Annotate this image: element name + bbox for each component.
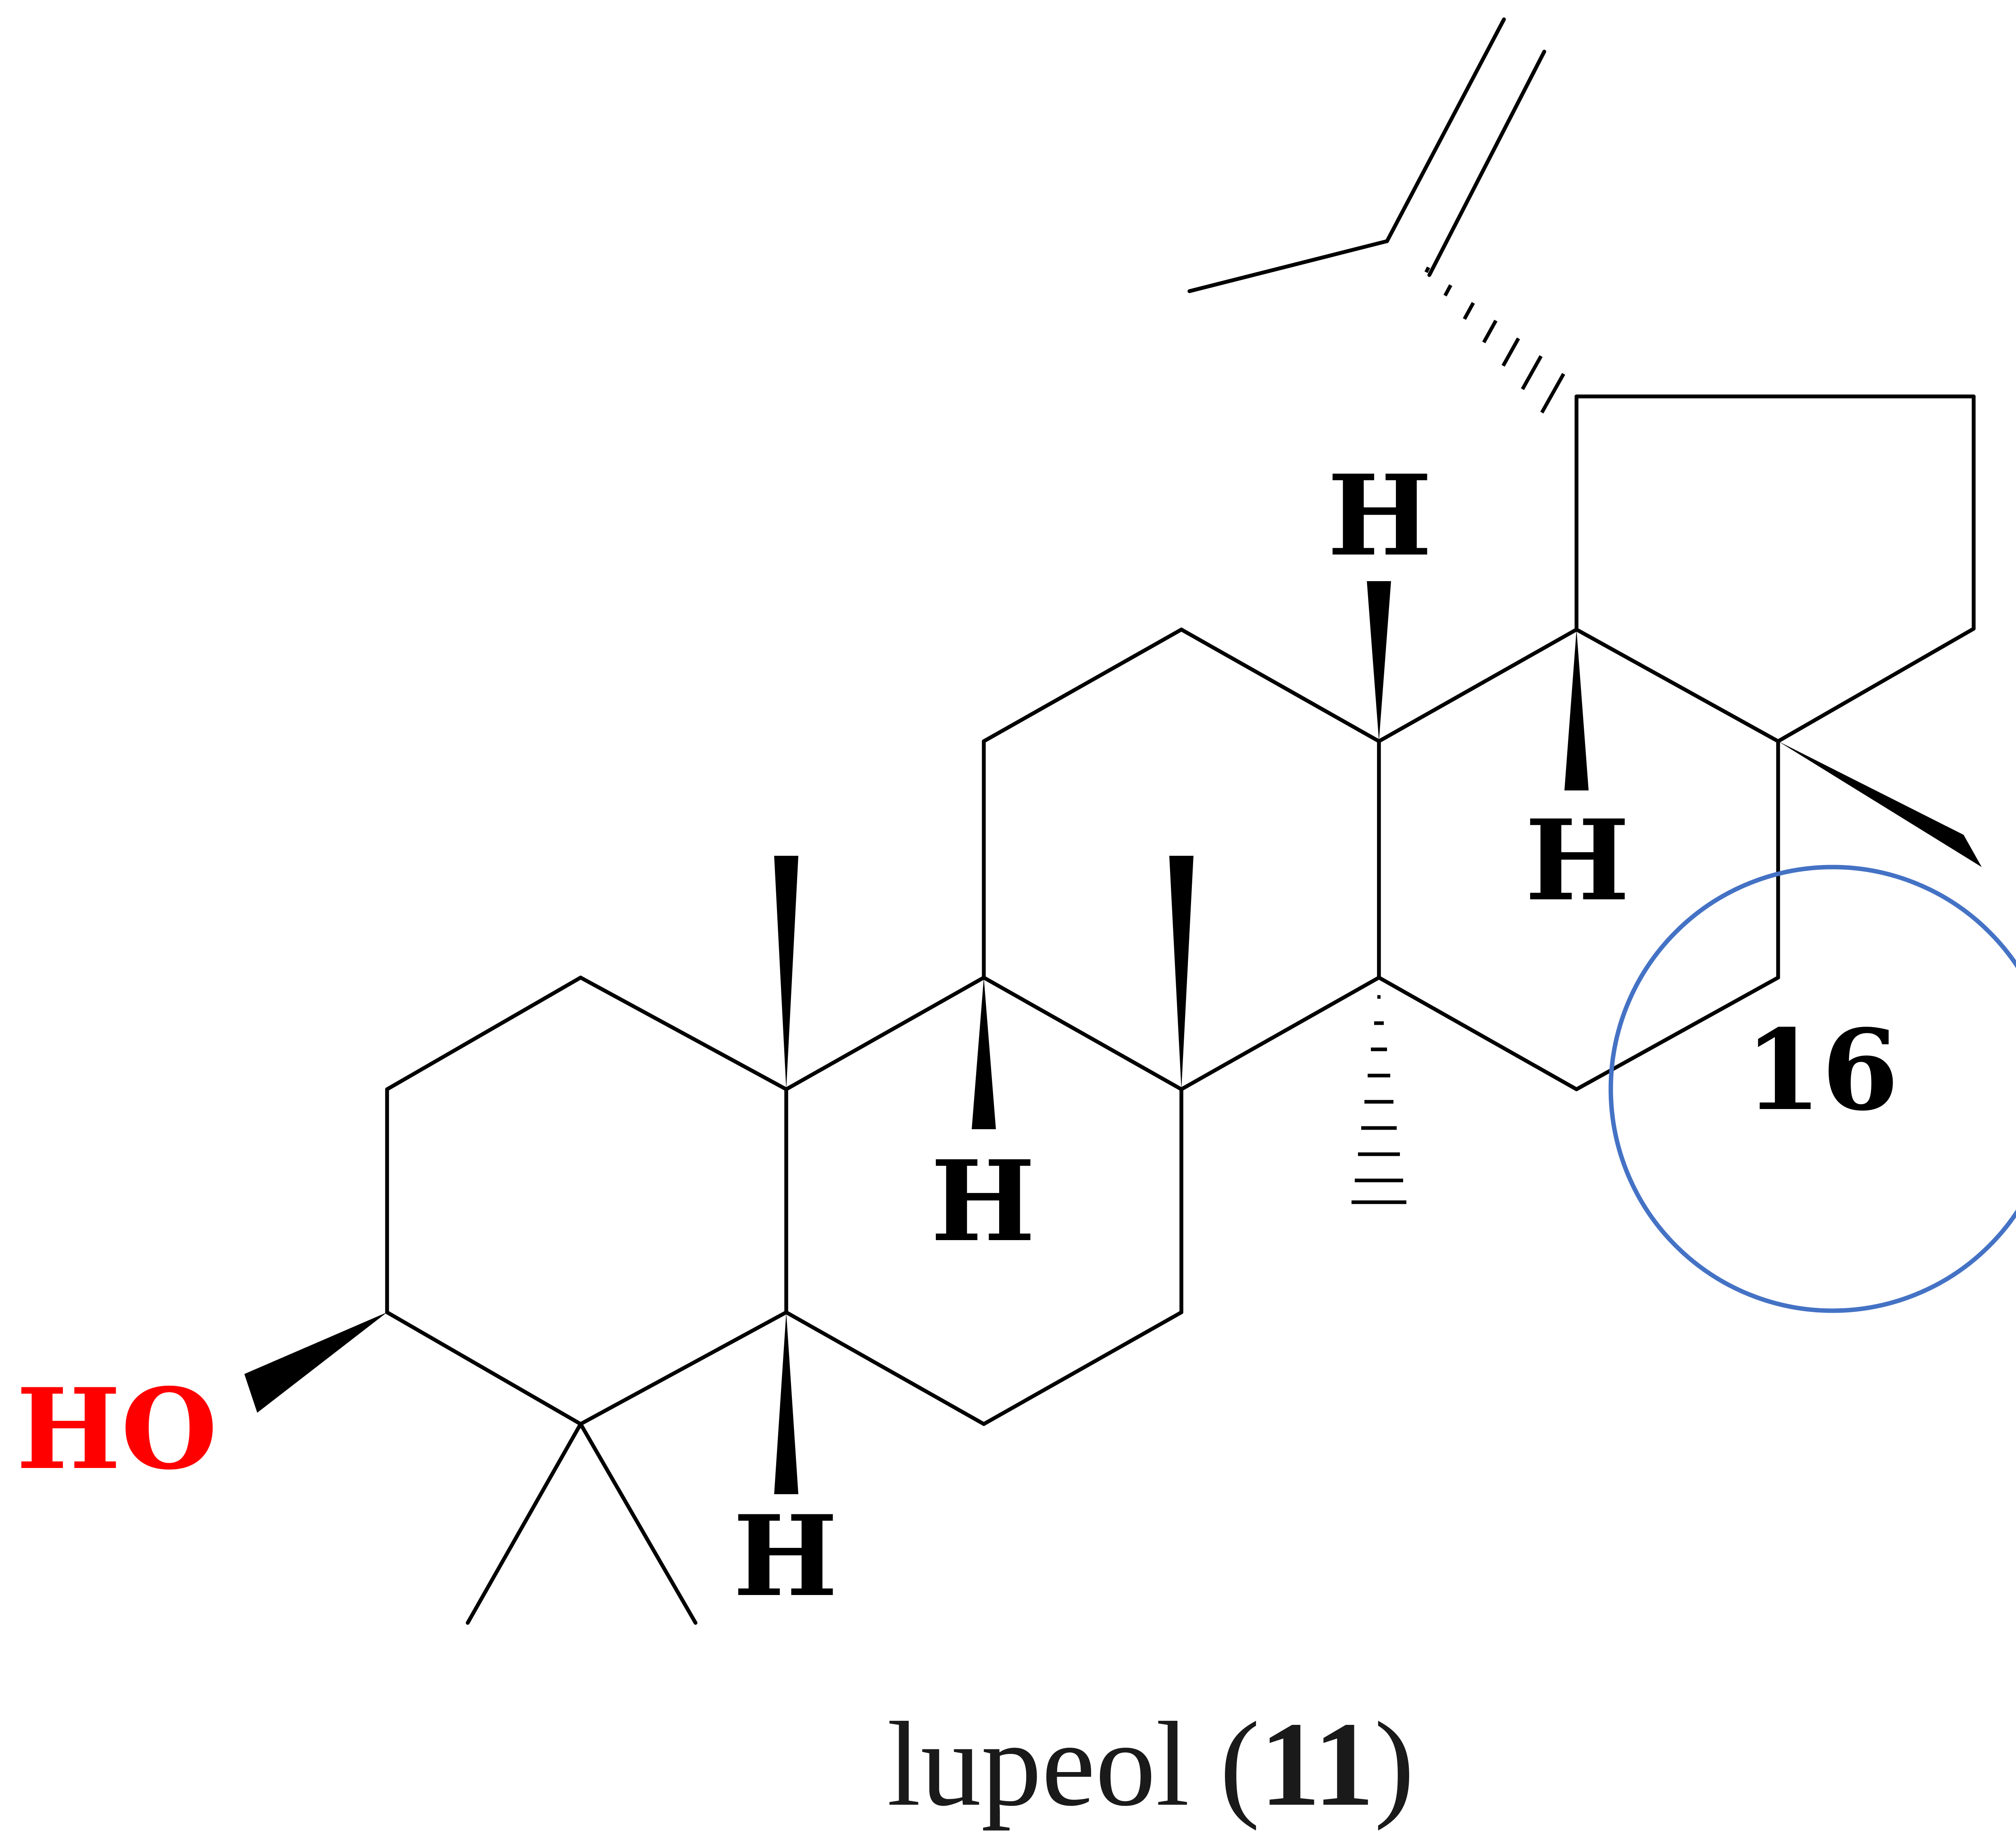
hydrogen-label-c5: H xyxy=(733,1491,838,1621)
gem-dimethyl xyxy=(466,1422,698,1625)
c8-methyl-wedge xyxy=(1169,856,1193,1089)
ring-a xyxy=(385,976,788,1426)
ring-c xyxy=(982,628,1381,1091)
hydrogen-label-c9: H xyxy=(931,1136,1035,1266)
ring-e xyxy=(1574,394,1976,743)
hydroxyl-label: HO xyxy=(16,1364,217,1494)
compound-name: lupeol xyxy=(887,1697,1189,1831)
compound-caption: lupeol (11) xyxy=(887,1697,1414,1831)
c14-methyl-hashed-bond xyxy=(1352,995,1406,1204)
ring-d xyxy=(1377,628,1780,1091)
isopropenyl-hashed-bond xyxy=(1424,266,1565,414)
c5-h-wedge xyxy=(774,1312,798,1494)
isopropenyl-group xyxy=(1187,17,1546,293)
c3-oh-wedge xyxy=(244,1312,387,1413)
position-16-highlight-circle xyxy=(1608,865,2016,1313)
ring-b xyxy=(784,976,1183,1426)
hydrogen-label-c13: H xyxy=(1327,450,1432,581)
wedge-bonds xyxy=(244,581,1982,1494)
compound-number: 11 xyxy=(1260,1697,1374,1831)
c10-methyl-wedge xyxy=(774,856,798,1089)
hydrogen-label-c18: H xyxy=(1525,795,1630,926)
position-16-label: 16 xyxy=(1745,1005,1899,1135)
c17-methyl-wedge xyxy=(1778,741,1982,867)
c18-h-wedge xyxy=(1564,630,1589,790)
c13-h-wedge xyxy=(1367,581,1391,741)
c9-h-wedge xyxy=(972,978,996,1129)
